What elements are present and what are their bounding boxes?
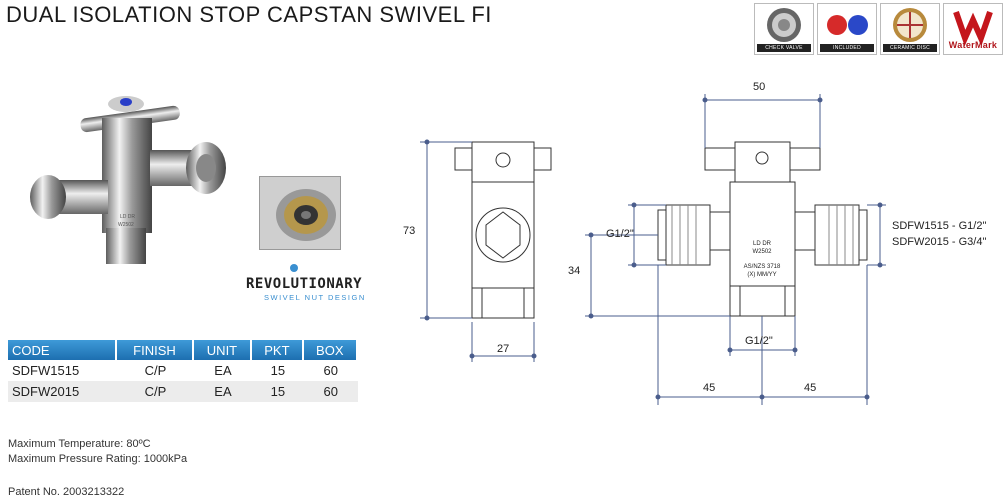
cell-unit: EA [193,381,253,402]
red-blue-indices-icon [827,15,868,35]
cell-pkt: 15 [252,360,304,381]
cell-finish: C/P [117,381,194,402]
cell-code: SDFW1515 [8,360,118,381]
technical-drawing: LD DR W2502 AS/NZS 3718 (X) MM/YY [420,94,886,405]
column-header-box: BOX [303,340,358,360]
ceramic-disc-icon [893,8,927,42]
table-header-row: CODE FINISH UNIT PKT BOX [8,340,358,360]
dim-label-right-45: 45 [804,382,817,394]
dim-label-left-thread: G1/2" [606,228,634,240]
cell-unit: EA [193,360,253,381]
indices-badge: INCLUDED [817,3,877,55]
svg-text:W2502: W2502 [118,222,134,228]
specification-notes: Maximum Temperature: 80ºC Maximum Pressu… [8,437,187,467]
feature-badges: CHECK VALVE INCLUDED CERAMIC DISC WaterM… [754,3,1003,55]
table-row: SDFW2015 C/P EA 15 60 [8,381,358,402]
badge-caption: CHECK VALVE [757,44,811,52]
table-row: SDFW1515 C/P EA 15 60 [8,360,358,381]
watermark-logo-icon [953,11,993,47]
dim-label-34: 34 [568,265,581,277]
check-valve-badge: CHECK VALVE [754,3,814,55]
cell-box: 60 [303,381,358,402]
product-photo: LD DR W2502 [30,96,226,264]
page-title: DUAL ISOLATION STOP CAPSTAN SWIVEL FI [6,2,492,27]
watermark-badge: WaterMark [943,3,1003,55]
dim-label-top-width: 50 [753,81,766,93]
max-temperature: Maximum Temperature: 80ºC [8,438,151,450]
body-text: (X) MM/YY [747,272,776,278]
logo-subtitle: SWIVEL NUT DESIGN [264,293,366,302]
dim-label-bottom-thread: G1/2" [745,335,773,347]
patent-number: Patent No. 2003213322 [8,486,125,498]
dim-label-height: 73 [403,225,416,237]
ceramic-disc-badge: CERAMIC DISC [880,3,940,55]
product-spec-table: CODE FINISH UNIT PKT BOX SDFW1515 C/P EA… [8,340,358,402]
cell-box: 60 [303,360,358,381]
badge-caption: CERAMIC DISC [883,44,937,52]
body-text: AS/NZS 3718 [744,264,781,270]
cell-pkt: 15 [252,381,304,402]
column-header-finish: FINISH [117,340,194,360]
dim-label-side-width: 27 [497,343,510,355]
cell-finish: C/P [117,360,194,381]
column-header-code: CODE [8,340,118,360]
column-header-unit: UNIT [193,340,253,360]
logo-title: REVOLUTIONARY [246,276,363,292]
logo-dot-icon [290,264,298,272]
badge-caption: WaterMark [948,40,998,50]
dim-label-left-45: 45 [703,382,716,394]
body-text: W2502 [752,249,772,255]
badge-caption: INCLUDED [820,44,874,52]
check-valve-icon [767,8,801,42]
cell-code: SDFW2015 [8,381,118,402]
body-text: LD DR [753,241,772,247]
outlet-label-2015: SDFW2015 - G3/4" [892,236,987,248]
outlet-label-1515: SDFW1515 - G1/2" [892,220,987,232]
max-pressure: Maximum Pressure Rating: 1000kPa [8,453,188,465]
svg-text:LD DR: LD DR [120,214,135,220]
swivel-nut-closeup [259,176,341,250]
column-header-pkt: PKT [252,340,304,360]
revolutionary-logo: REVOLUTIONARY SWIVEL NUT DESIGN [246,264,366,302]
